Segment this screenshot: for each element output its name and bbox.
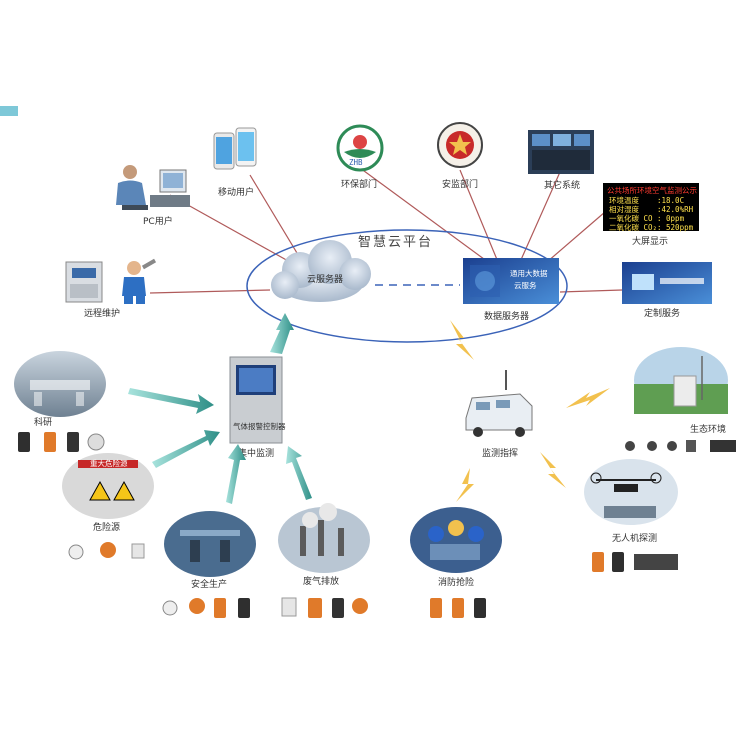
arrow-from-exhaust [286,446,312,500]
fire-detector-icons [430,598,486,618]
data-server: 通用大数据 云服务 数据服务器 [463,258,559,322]
fire-rescue-label: 消防抢险 [438,576,474,588]
exhaust-detector-icons [281,597,368,618]
remote-maint: 远程维护 [65,258,157,319]
arrow-from-hazard [152,430,220,468]
other-system-label: 其它系统 [544,179,580,191]
arrow-up-to-cloud [270,313,294,354]
vehicle-icon [465,393,533,431]
data-server-label: 数据服务器 [484,310,529,322]
bolt-to-uav [540,452,566,488]
platform-ellipse [246,229,568,343]
custom-service: 定制服务 [622,262,712,319]
remote-maint-label: 远程维护 [84,307,120,319]
big-screen-label: 大屏显示 [632,235,668,247]
research-label: 科研 [34,416,52,428]
central-monitor-label: 集中监测 [238,447,274,459]
arrow-from-research [128,388,214,414]
big-screen-row-0-name: 环境温度 [609,195,639,205]
custom-service-label: 定制服务 [644,307,680,319]
cloud-icon [271,240,371,302]
arrows [128,313,312,504]
hazard-detector-icons [68,542,145,560]
warning-icon [89,480,111,501]
eco-env-label: 生态环境 [690,423,726,435]
monitor-command-label: 监测指挥 [482,447,518,459]
connection-lines [149,167,623,294]
uav-detector-icons [592,552,678,572]
data-server-screen-text-2: 云服务 [514,280,537,290]
mobile-user: 移动用户 [213,127,257,198]
hazard: 重大危险源 危险源 [62,453,154,560]
bolt-to-fire [456,468,474,502]
central-monitor-panel-text: 气体报警控制器 [233,421,286,431]
eco-detector-icons [625,440,736,452]
accent-bar [0,106,18,116]
mobile-user-label: 移动用户 [218,186,254,198]
cloud-server-label: 云服务器 [307,273,343,285]
big-screen-row-3-name: 二氧化碳 CO₂ [609,222,657,232]
big-screen-row-2-value: : 0ppm [657,214,685,223]
data-server-screen-text-1: 通用大数据 [510,268,548,278]
central-monitor: 气体报警控制器 集中监测 [229,356,286,459]
big-screen-row-3-value: : 520ppm [657,223,694,232]
safety-production: 安全生产 [162,511,256,618]
hazard-sign-text: 重大危险源 [90,458,128,468]
safety-dept-label: 安监部门 [442,178,478,190]
fire-rescue: 消防抢险 [410,507,502,618]
research: 科研 [14,351,106,452]
uav: 无人机探测 [584,459,678,572]
pc-user-label: PC用户 [143,215,173,227]
safety-dept: 安监部门 [437,122,483,190]
platform-title: 智慧云平台 [358,234,433,250]
lightning-bolts [450,320,610,502]
exhaust-label: 废气排放 [303,575,339,587]
big-screen: 公共场所环境空气监测公示 环境温度 :18.0C 相对湿度 :42.0%RH 一… [603,183,699,247]
hazard-label: 危险源 [93,521,120,533]
big-screen-row-1-name: 相对湿度 [609,204,639,214]
env-logo-text: ZHB [349,158,363,167]
env-dept: ZHB 环保部门 [336,124,384,190]
big-screen-row-2-name: 一氧化碳 CO [609,213,653,223]
exhaust: 废气排放 [278,503,370,618]
research-detector-icons [18,432,105,452]
safety-detector-icons [162,598,250,618]
pc-user: PC用户 [116,165,190,227]
other-system: 其它系统 [528,130,594,191]
monitor-command: 监测指挥 [465,370,533,459]
big-screen-row-0-value: :18.0C [657,196,684,205]
bolt-to-eco [566,388,610,408]
eco-env: 生态环境 [625,347,736,452]
big-screen-header: 公共场所环境空气监测公示 [607,185,697,195]
big-screen-row-1-value: :42.0%RH [657,205,694,214]
safety-production-label: 安全生产 [191,578,227,590]
arrow-from-safety [226,444,246,504]
bolt-to-server [450,320,474,360]
cloud-server: 云服务器 [271,240,371,302]
env-dept-label: 环保部门 [341,178,377,190]
uav-label: 无人机探测 [612,532,657,544]
